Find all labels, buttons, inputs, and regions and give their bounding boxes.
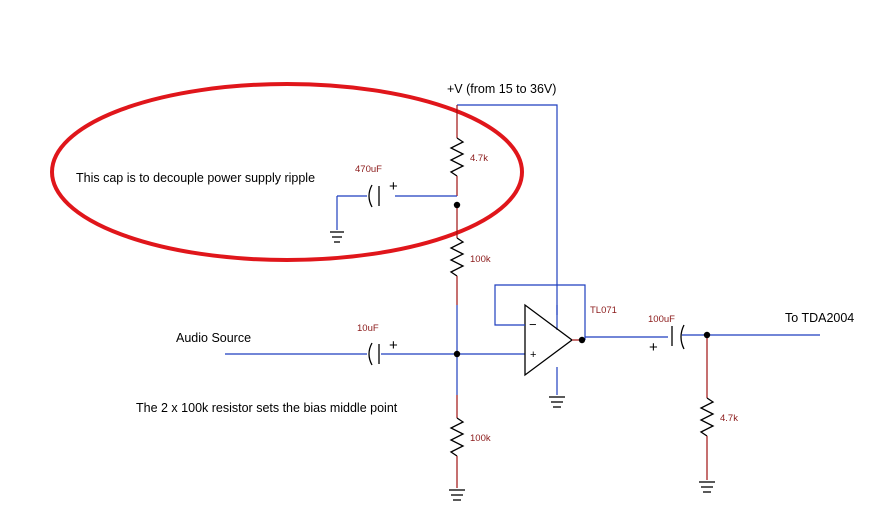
supply-label: +V (from 15 to 36V) <box>447 82 556 96</box>
output-label: To TDA2004 <box>785 311 854 325</box>
c-decouple-value: 470uF <box>355 164 382 175</box>
ground-symbol-decouple <box>330 231 344 243</box>
resistor-r-bottom <box>449 395 465 488</box>
junction-dot-bias <box>453 350 461 358</box>
ground-symbol-opamp <box>549 396 565 408</box>
capacitor-c-input <box>225 342 525 366</box>
resistor-r-out <box>699 335 715 480</box>
junction-dot-output <box>703 331 711 339</box>
r-mid-value: 100k <box>470 254 491 265</box>
resistor-r-top <box>449 137 465 196</box>
capacitor-c-decouple <box>336 184 457 230</box>
junction-dot-decouple <box>453 201 461 209</box>
polarity-plus-input: + <box>389 337 398 354</box>
resistor-r-mid <box>449 206 465 395</box>
junction-dot-opamp-out <box>578 336 586 344</box>
c-output-value: 100uF <box>648 314 675 325</box>
highlight-ellipse <box>50 82 524 262</box>
audio-source-label: Audio Source <box>176 331 251 345</box>
ground-symbol-bias <box>449 489 465 501</box>
opamp-symbol <box>494 284 586 395</box>
supply-rail <box>456 104 558 330</box>
c-input-value: 10uF <box>357 323 379 334</box>
note-bias-resistors: The 2 x 100k resistor sets the bias midd… <box>136 401 398 415</box>
opamp-minus-pin: − <box>529 317 537 332</box>
r-out-value: 4.7k <box>720 413 738 424</box>
r-top-value: 4.7k <box>470 153 488 164</box>
note-decouple-cap: This cap is to decouple power supply rip… <box>76 171 315 185</box>
polarity-plus-decouple: + <box>389 178 398 195</box>
opamp-plus-pin: + <box>530 349 536 361</box>
r-bottom-value: 100k <box>470 433 491 444</box>
ground-symbol-output <box>699 481 715 493</box>
opamp-part-number: TL071 <box>590 305 617 316</box>
capacitor-c-output <box>585 324 820 350</box>
polarity-plus-output: + <box>649 339 658 356</box>
